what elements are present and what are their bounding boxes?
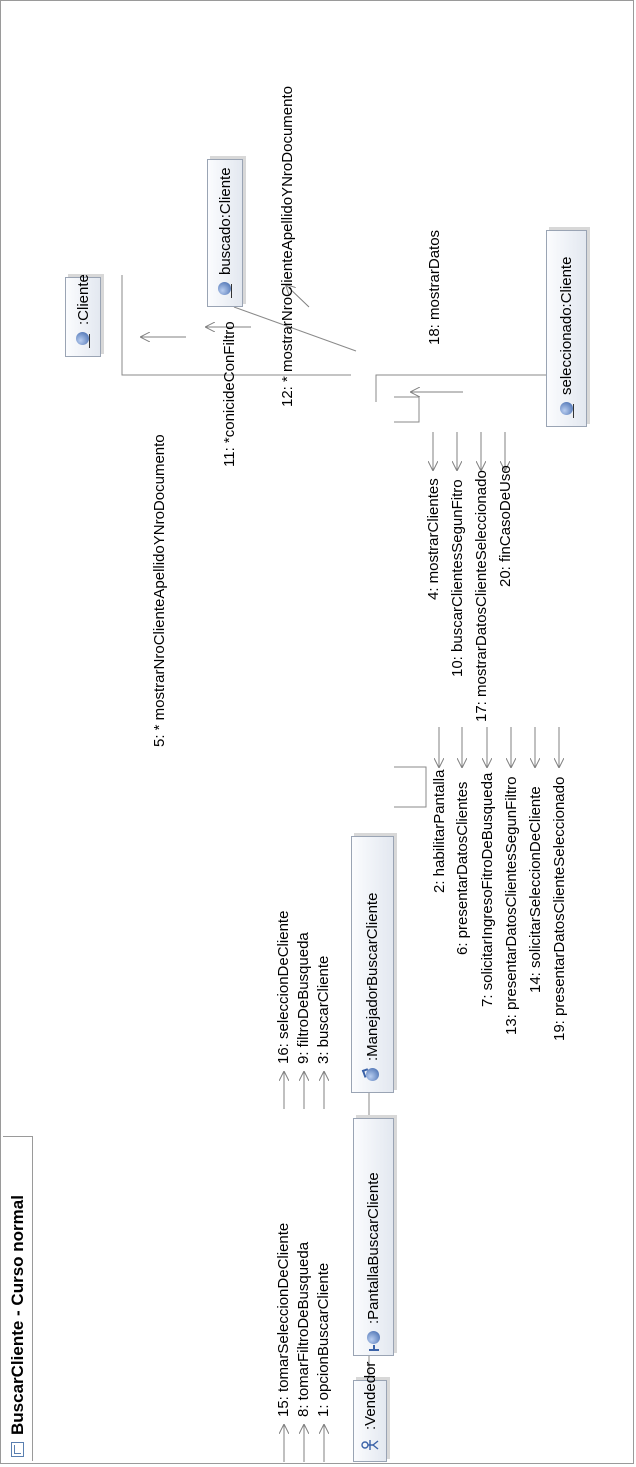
selfloop-pantalla xyxy=(394,766,427,808)
object-seleccionado[interactable]: seleccionado:Cliente xyxy=(546,230,587,427)
boundary-icon xyxy=(365,1329,383,1347)
msg-19: 19: presentarDatosClienteSeleccionado xyxy=(551,776,568,1041)
object-buscado-label: buscado:Cliente xyxy=(216,167,234,275)
control-icon xyxy=(364,1066,382,1084)
arrow-msg-12 xyxy=(286,285,310,308)
msg-8: 8: tomarFiltroDeBusqueda xyxy=(295,1241,312,1417)
object-manejador-label: :ManejadorBuscarCliente xyxy=(364,892,381,1061)
diagram-title: BuscarCliente - Curso normal xyxy=(7,1195,27,1435)
object-pantalla[interactable]: :PantallaBuscarCliente xyxy=(353,1118,394,1356)
msg-7: 7: solicitarIngresoFitroDeBusqueda xyxy=(479,772,496,1007)
msg-18: 18: mostrarDatos xyxy=(426,229,443,345)
link-manejador-buscado xyxy=(233,306,357,352)
msg-6: 6: presentarDatosClientes xyxy=(454,781,471,955)
diagram-icon xyxy=(11,1442,24,1457)
link-manejador-cliente-path xyxy=(121,357,351,376)
msg-4: 4: mostrarClientes xyxy=(425,478,442,600)
msg-17: 17: mostrarDatosClienteSeleccionado xyxy=(473,470,490,722)
object-seleccionado-label: seleccionado:Cliente xyxy=(558,256,575,395)
msg-9: 9: filtroDeBusqueda xyxy=(295,932,312,1064)
msg-20: 20: finCasoDeUso xyxy=(497,465,514,587)
actor-icon xyxy=(361,1435,379,1453)
msg-1: 1: opcionBuscarCliente xyxy=(315,1262,332,1417)
object-vendedor-label: :Vendedor xyxy=(361,1361,379,1430)
object-cliente[interactable]: :Cliente xyxy=(65,274,101,357)
object-buscado[interactable]: buscado:Cliente xyxy=(207,159,243,307)
object-pantalla-label: :PantallaBuscarCliente xyxy=(365,1172,382,1324)
object-manejador[interactable]: :ManejadorBuscarCliente xyxy=(351,836,394,1093)
object-vendedor[interactable]: :Vendedor xyxy=(353,1362,387,1462)
entity-icon xyxy=(74,330,92,348)
selfloop-manejador xyxy=(394,396,420,423)
msg-13: 13: presentarDatosClientesSegunFiltro xyxy=(503,776,520,1035)
msg-16: 16: seleccionDeCliente xyxy=(275,910,292,1064)
diagram-title-box: BuscarCliente - Curso normal xyxy=(3,1136,33,1461)
msg-11: 11: *conicideConFiltro xyxy=(221,321,238,467)
msg-5: 5: * mostrarNroClienteApellidoYNroDocume… xyxy=(151,434,168,747)
entity-icon xyxy=(216,280,234,298)
msg-3: 3: buscarCliente xyxy=(315,955,332,1064)
msg-14: 14: solicitarSeleccionDeCliente xyxy=(527,786,544,993)
entity-icon xyxy=(558,400,576,418)
msg-15: 15: tomarSeleccionDeCliente xyxy=(275,1222,292,1417)
object-cliente-label: :Cliente xyxy=(74,274,92,325)
msg-12: 12: * mostrarNroClienteApellidoYNroDocum… xyxy=(279,86,296,407)
msg-10: 10: buscarClientesSegunFitro xyxy=(449,479,466,677)
msg-2: 2: habilitarPantalla xyxy=(431,769,448,893)
